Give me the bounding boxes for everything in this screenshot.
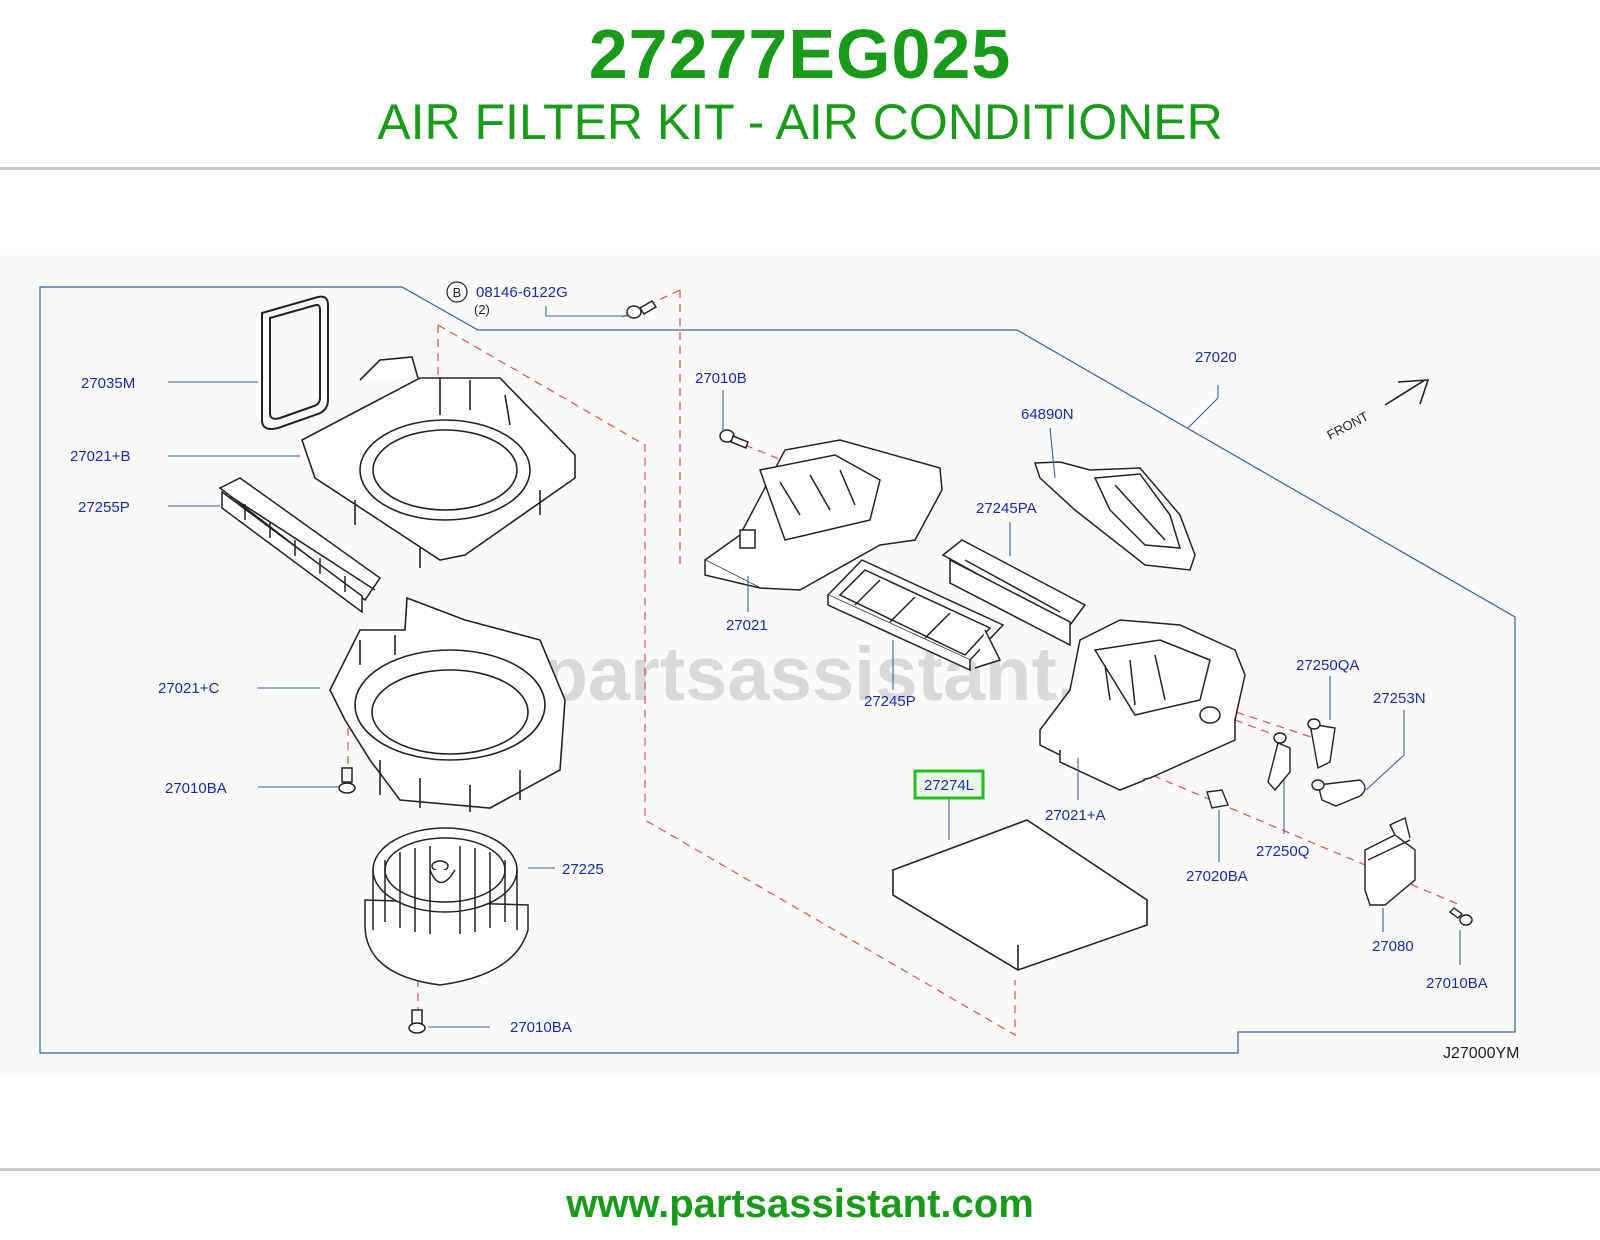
callout-27250qa[interactable]: 27250QA bbox=[1296, 657, 1359, 674]
callout-27010ba-bottom[interactable]: 27010BA bbox=[510, 1019, 572, 1036]
highlight-box bbox=[913, 769, 985, 800]
screw-27010b bbox=[719, 429, 749, 449]
callout-27080[interactable]: 27080 bbox=[1372, 938, 1414, 955]
case-64890n bbox=[1033, 461, 1196, 571]
callout-27010b[interactable]: 27010B bbox=[695, 370, 747, 387]
cabin-filter-27274l bbox=[891, 819, 1149, 971]
screw-27010ba-left bbox=[338, 767, 356, 794]
bolt-08146 bbox=[626, 299, 658, 319]
callout-27010ba-right[interactable]: 27010BA bbox=[1426, 975, 1488, 992]
callout-27021c[interactable]: 27021+C bbox=[158, 680, 219, 697]
reference-code: J27000YM bbox=[1443, 1045, 1520, 1062]
page-header: 27277EG025 AIR FILTER KIT - AIR CONDITIO… bbox=[0, 0, 1600, 170]
filter-27245p bbox=[826, 559, 1005, 672]
footer-divider bbox=[0, 1168, 1600, 1171]
callout-27021b[interactable]: 27021+B bbox=[70, 448, 130, 465]
filter-27245pa bbox=[941, 539, 1087, 647]
upper-housing-27021b bbox=[301, 356, 576, 568]
link-27250q bbox=[1267, 732, 1291, 792]
clip-27020ba bbox=[1206, 789, 1229, 809]
part-title: AIR FILTER KIT - AIR CONDITIONER bbox=[377, 94, 1223, 150]
diagram-canvas: www.partsassistant.com bbox=[39, 281, 1520, 1062]
blower-motor-27225 bbox=[364, 827, 529, 986]
intake-grille-27255p bbox=[218, 477, 382, 614]
intake-door-housing-27021 bbox=[703, 439, 943, 591]
blower-housing-27021c bbox=[329, 596, 566, 812]
link-27250qa bbox=[1307, 718, 1336, 770]
callout-27225[interactable]: 27225 bbox=[562, 861, 604, 878]
callout-27245pa[interactable]: 27245PA bbox=[976, 500, 1037, 517]
part-number: 27277EG025 bbox=[588, 15, 1012, 93]
header-divider bbox=[0, 167, 1600, 170]
bolt-b-symbol-icon bbox=[446, 281, 468, 303]
leader-lines bbox=[168, 306, 1461, 1028]
front-arrow-icon bbox=[1384, 379, 1430, 406]
callout-27255p[interactable]: 27255P bbox=[78, 499, 130, 516]
callout-27035m[interactable]: 27035M bbox=[81, 375, 135, 392]
callout-64890n[interactable]: 64890N bbox=[1021, 406, 1074, 423]
parts-diagram: www.partsassistant.com bbox=[0, 255, 1600, 1075]
callout-27245p[interactable]: 27245P bbox=[864, 693, 916, 710]
lower-housing-27021a bbox=[1039, 619, 1246, 791]
callout-27010ba-left[interactable]: 27010BA bbox=[165, 780, 227, 797]
screw-27010ba-right bbox=[1448, 907, 1473, 926]
front-label: FRONT bbox=[1324, 408, 1371, 442]
bolt-quantity: (2) bbox=[474, 302, 490, 317]
callout-27020[interactable]: 27020 bbox=[1195, 349, 1237, 366]
callout-27020ba[interactable]: 27020BA bbox=[1186, 868, 1248, 885]
callout-27021[interactable]: 27021 bbox=[726, 617, 768, 634]
footer-url[interactable]: www.partsassistant.com bbox=[566, 1182, 1034, 1226]
callout-27250q[interactable]: 27250Q bbox=[1256, 843, 1309, 860]
bolt-symbol-letter: B bbox=[453, 285, 462, 300]
callout-27253n[interactable]: 27253N bbox=[1373, 690, 1426, 707]
resistor-27080 bbox=[1364, 817, 1416, 906]
callout-08146-6122g[interactable]: 08146-6122G bbox=[476, 284, 568, 301]
lever-27253n bbox=[1311, 779, 1366, 807]
callout-27274l-highlighted[interactable]: 27274L bbox=[924, 777, 974, 794]
gasket-27035m bbox=[261, 295, 329, 430]
screw-27010ba-bottom bbox=[408, 1009, 426, 1034]
assembly-boundary bbox=[39, 286, 1516, 1054]
callout-27021a[interactable]: 27021+A bbox=[1045, 807, 1105, 824]
